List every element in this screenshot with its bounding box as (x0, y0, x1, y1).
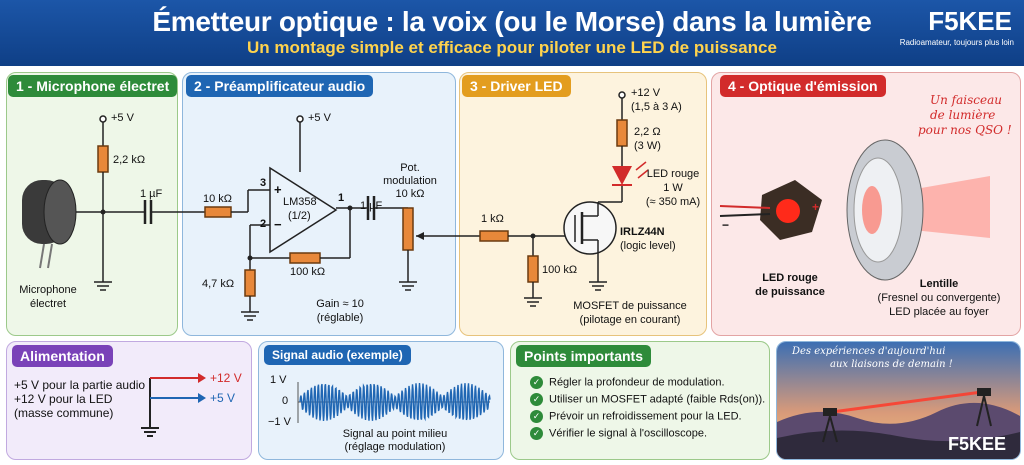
signal-title: Signal audio (exemple) (264, 345, 411, 365)
brand-logo: F5KEE (928, 6, 1012, 36)
preamp-supply-label: +5 V (308, 112, 331, 124)
lens-label-2: (Fresnel ou convergente) (877, 292, 1001, 304)
opamp-pin2: 2 (260, 218, 267, 230)
mic-label-2: électret (29, 298, 67, 310)
panel-photo (776, 341, 1021, 460)
mosfet-name: IRLZ44N (620, 226, 665, 238)
power-line-1: +5 V pour la partie audio (14, 378, 146, 392)
power-title: Alimentation (12, 345, 113, 367)
photo-caption-1: Des expériences d'aujourd'hui (792, 346, 946, 357)
pot-label-3: 10 kΩ (395, 188, 425, 200)
v12-label: +12 V (210, 371, 242, 385)
driver-supply-1: +12 V (631, 87, 661, 99)
key-point-1: ✓Régler la profondeur de modulation. (530, 376, 725, 389)
mic-cap-label: 1 µF (140, 188, 163, 200)
led-label-1: LED rouge (646, 168, 700, 180)
mosfet-type: (logic level) (620, 240, 676, 252)
key-points-title: Points importants (516, 345, 652, 367)
optics-note-1: Un faisceau (930, 93, 1002, 107)
opamp-minus: − (274, 217, 282, 232)
pulldown-label: 100 kΩ (542, 264, 578, 276)
feedback-resistor-label: 100 kΩ (290, 266, 326, 278)
photo-brand: F5KEE (948, 434, 1007, 454)
opamp-pin1: 1 (338, 192, 345, 204)
opamp-triangle (269, 166, 338, 254)
opamp-unit: (1/2) (288, 210, 311, 222)
lens-label-3: LED placée au foyer (889, 306, 989, 318)
microphone-illustration (22, 179, 77, 269)
mosfet-symbol (563, 201, 617, 255)
ground-resistor-label: 4,7 kΩ (202, 278, 235, 290)
optics-note-2: de lumière (930, 108, 996, 122)
page-title: Émetteur optique : la voix (ou le Morse)… (152, 6, 872, 37)
potentiometer (402, 207, 414, 251)
led-lens-illustration (719, 139, 990, 281)
driver-resistor-2: (3 W) (634, 140, 661, 152)
opamp-name: LM358 (283, 196, 317, 208)
pot-label-2: modulation (383, 175, 437, 187)
led-label-2: 1 W (663, 182, 683, 194)
power-text: +5 V pour la partie audio +12 V pour la … (14, 378, 145, 420)
driver-caption-2: (pilotage en courant) (579, 314, 681, 326)
mic-resistor-label: 2,2 kΩ (113, 154, 146, 166)
key-point-4: ✓Vérifier le signal à l'oscilloscope. (530, 427, 707, 440)
page-subtitle: Un montage simple et efficace pour pilot… (247, 38, 777, 57)
key-point-2: ✓Utiliser un MOSFET adapté (faible Rds(o… (530, 393, 765, 406)
resistor-1k (479, 230, 509, 242)
gain-adjustable: (réglable) (316, 312, 364, 324)
preamp-title: 2 - Préamplificateur audio (186, 75, 374, 97)
mic-label-1: Microphone (19, 284, 77, 296)
lens-label-1: Lentille (919, 278, 959, 290)
pot-label-1: Pot. (400, 162, 420, 174)
audio-waveform (299, 383, 491, 422)
resistor-100k-pulldown (527, 255, 539, 283)
landscape-illustration (777, 342, 1020, 459)
input-resistor-label: 10 kΩ (203, 193, 233, 205)
driver-caption-1: MOSFET de puissance (573, 300, 687, 312)
power-led-label-2: de puissance (755, 286, 825, 298)
signal-y-top: 1 V (270, 374, 287, 386)
resistor-2r2 (616, 119, 628, 147)
signal-y-bot: −1 V (268, 416, 291, 428)
microphone-title: 1 - Microphone électret (8, 75, 178, 97)
key-point-3: ✓Prévoir un refroidissement pour la LED. (530, 410, 742, 423)
opamp-pin3: 3 (260, 177, 267, 189)
output-cap-label: 1 µF (360, 200, 383, 212)
header-banner (0, 0, 1024, 66)
mic-supply-label: +5 V (111, 112, 134, 124)
v5-label: +5 V (210, 391, 236, 405)
driver-supply-2: (1,5 à 3 A) (631, 101, 682, 113)
check-icon: ✓ (530, 376, 543, 389)
led-symbol (612, 166, 632, 185)
driver-resistor-1: 2,2 Ω (634, 126, 661, 138)
gate-resistor-label: 1 kΩ (481, 213, 504, 225)
power-led-label-1: LED rouge (762, 272, 818, 284)
resistor-10k (204, 206, 232, 218)
optics-minus: − (722, 218, 730, 232)
optics-title: 4 - Optique d'émission (720, 75, 886, 97)
optics-note-3: pour nos QSO ! (918, 123, 1012, 137)
signal-y-mid: 0 (282, 395, 289, 407)
signal-caption-1: Signal au point milieu (342, 428, 448, 440)
resistor-100k-feedback (289, 252, 321, 264)
resistor-4k7 (244, 269, 256, 297)
led-label-3: (≈ 350 mA) (645, 196, 701, 208)
photo-caption-2: aux liaisons de demain ! (830, 359, 953, 370)
brand-tagline: Radioamateur, toujours plus loin (899, 38, 1014, 47)
power-line-3: (masse commune) (14, 406, 114, 420)
power-line-2: +12 V pour la LED (14, 392, 113, 406)
check-icon: ✓ (530, 393, 543, 406)
check-icon: ✓ (530, 410, 543, 423)
signal-caption-2: (réglage modulation) (344, 441, 446, 453)
optics-plus: + (812, 200, 820, 214)
driver-title: 3 - Driver LED (462, 75, 571, 97)
gain-label: Gain ≈ 10 (316, 298, 364, 310)
check-icon: ✓ (530, 427, 543, 440)
opamp-plus: + (274, 182, 282, 197)
resistor-2k2 (97, 145, 109, 173)
